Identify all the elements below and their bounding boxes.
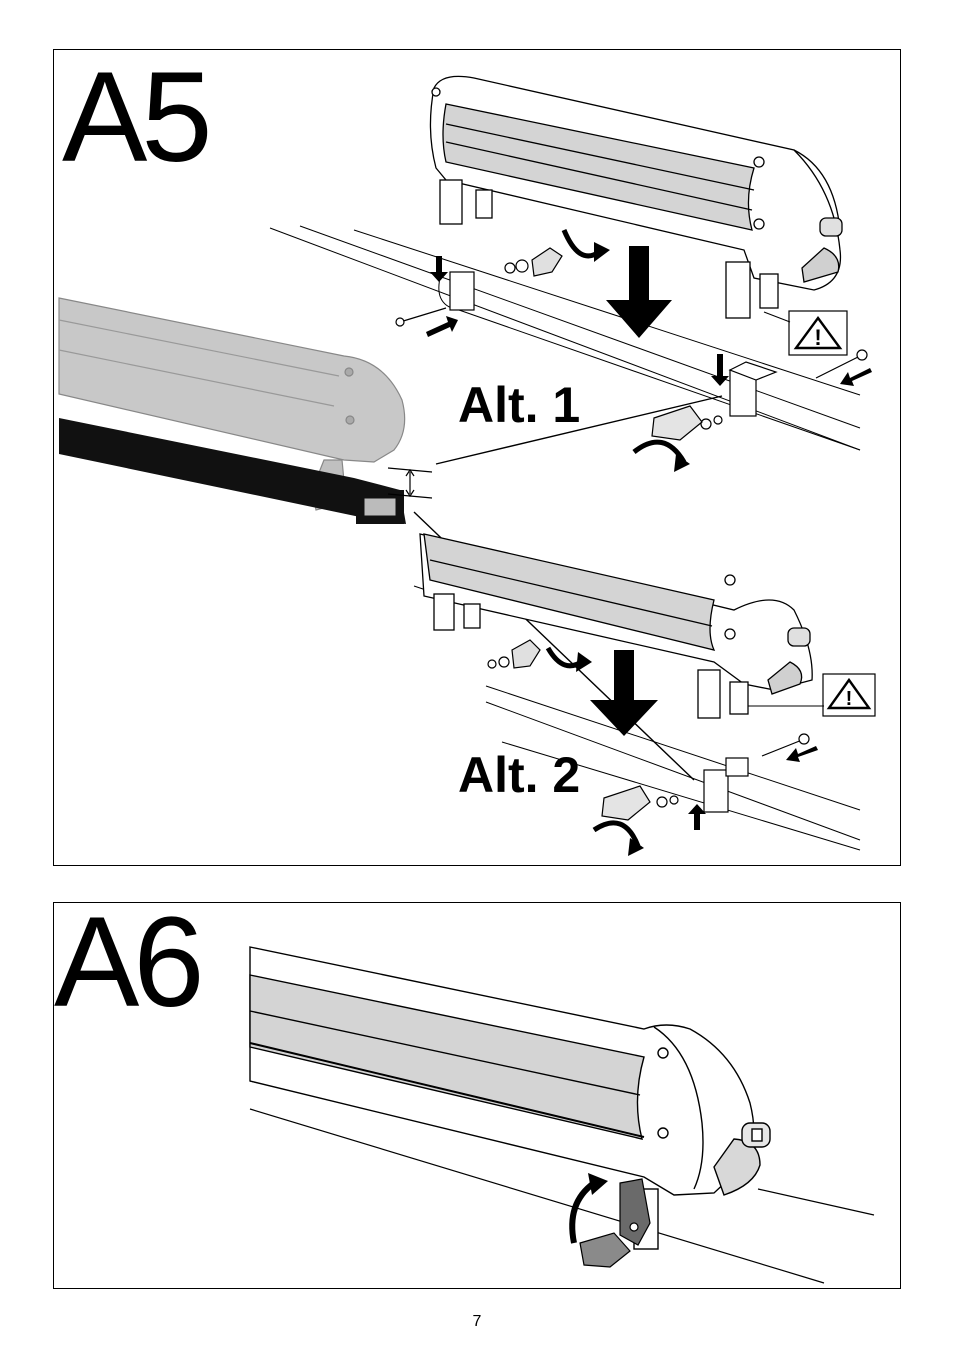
down-arrow-alt2-icon [590, 650, 658, 736]
push-arrow-right-icon [840, 368, 872, 386]
clamp-alt1 [652, 362, 776, 440]
push-arrow-icon [426, 316, 458, 337]
up-arrow-alt2-icon [688, 804, 706, 830]
step-a6-panel: A6 [53, 902, 901, 1289]
alt1-label: Alt. 1 [458, 380, 580, 430]
page-number: 7 [0, 1313, 954, 1331]
down-arrow-icon [606, 246, 672, 338]
latch-lever [580, 1179, 650, 1267]
step-a5-panel: A5 [53, 49, 901, 866]
step-a5-illustration: ! [54, 50, 900, 865]
rotate-up-arrow-icon [572, 1183, 594, 1243]
alt2-label: Alt. 2 [458, 750, 580, 800]
warning-symbol-lower: ! [846, 688, 853, 710]
push-arrow-lower-icon [786, 746, 818, 762]
warning-symbol: ! [814, 325, 821, 350]
ski-carrier-a6 [250, 947, 770, 1249]
warning-sign-lower: ! [823, 674, 875, 716]
rotate-arrow-icon [564, 230, 599, 256]
small-arrow-alt1-icon [711, 354, 729, 386]
mounting-hardware-alt2 [488, 640, 540, 668]
warning-sign-upper: ! [789, 311, 847, 355]
clamp-alt2 [602, 758, 748, 820]
step-a6-illustration [54, 903, 900, 1288]
mounting-hardware-left [396, 248, 562, 326]
